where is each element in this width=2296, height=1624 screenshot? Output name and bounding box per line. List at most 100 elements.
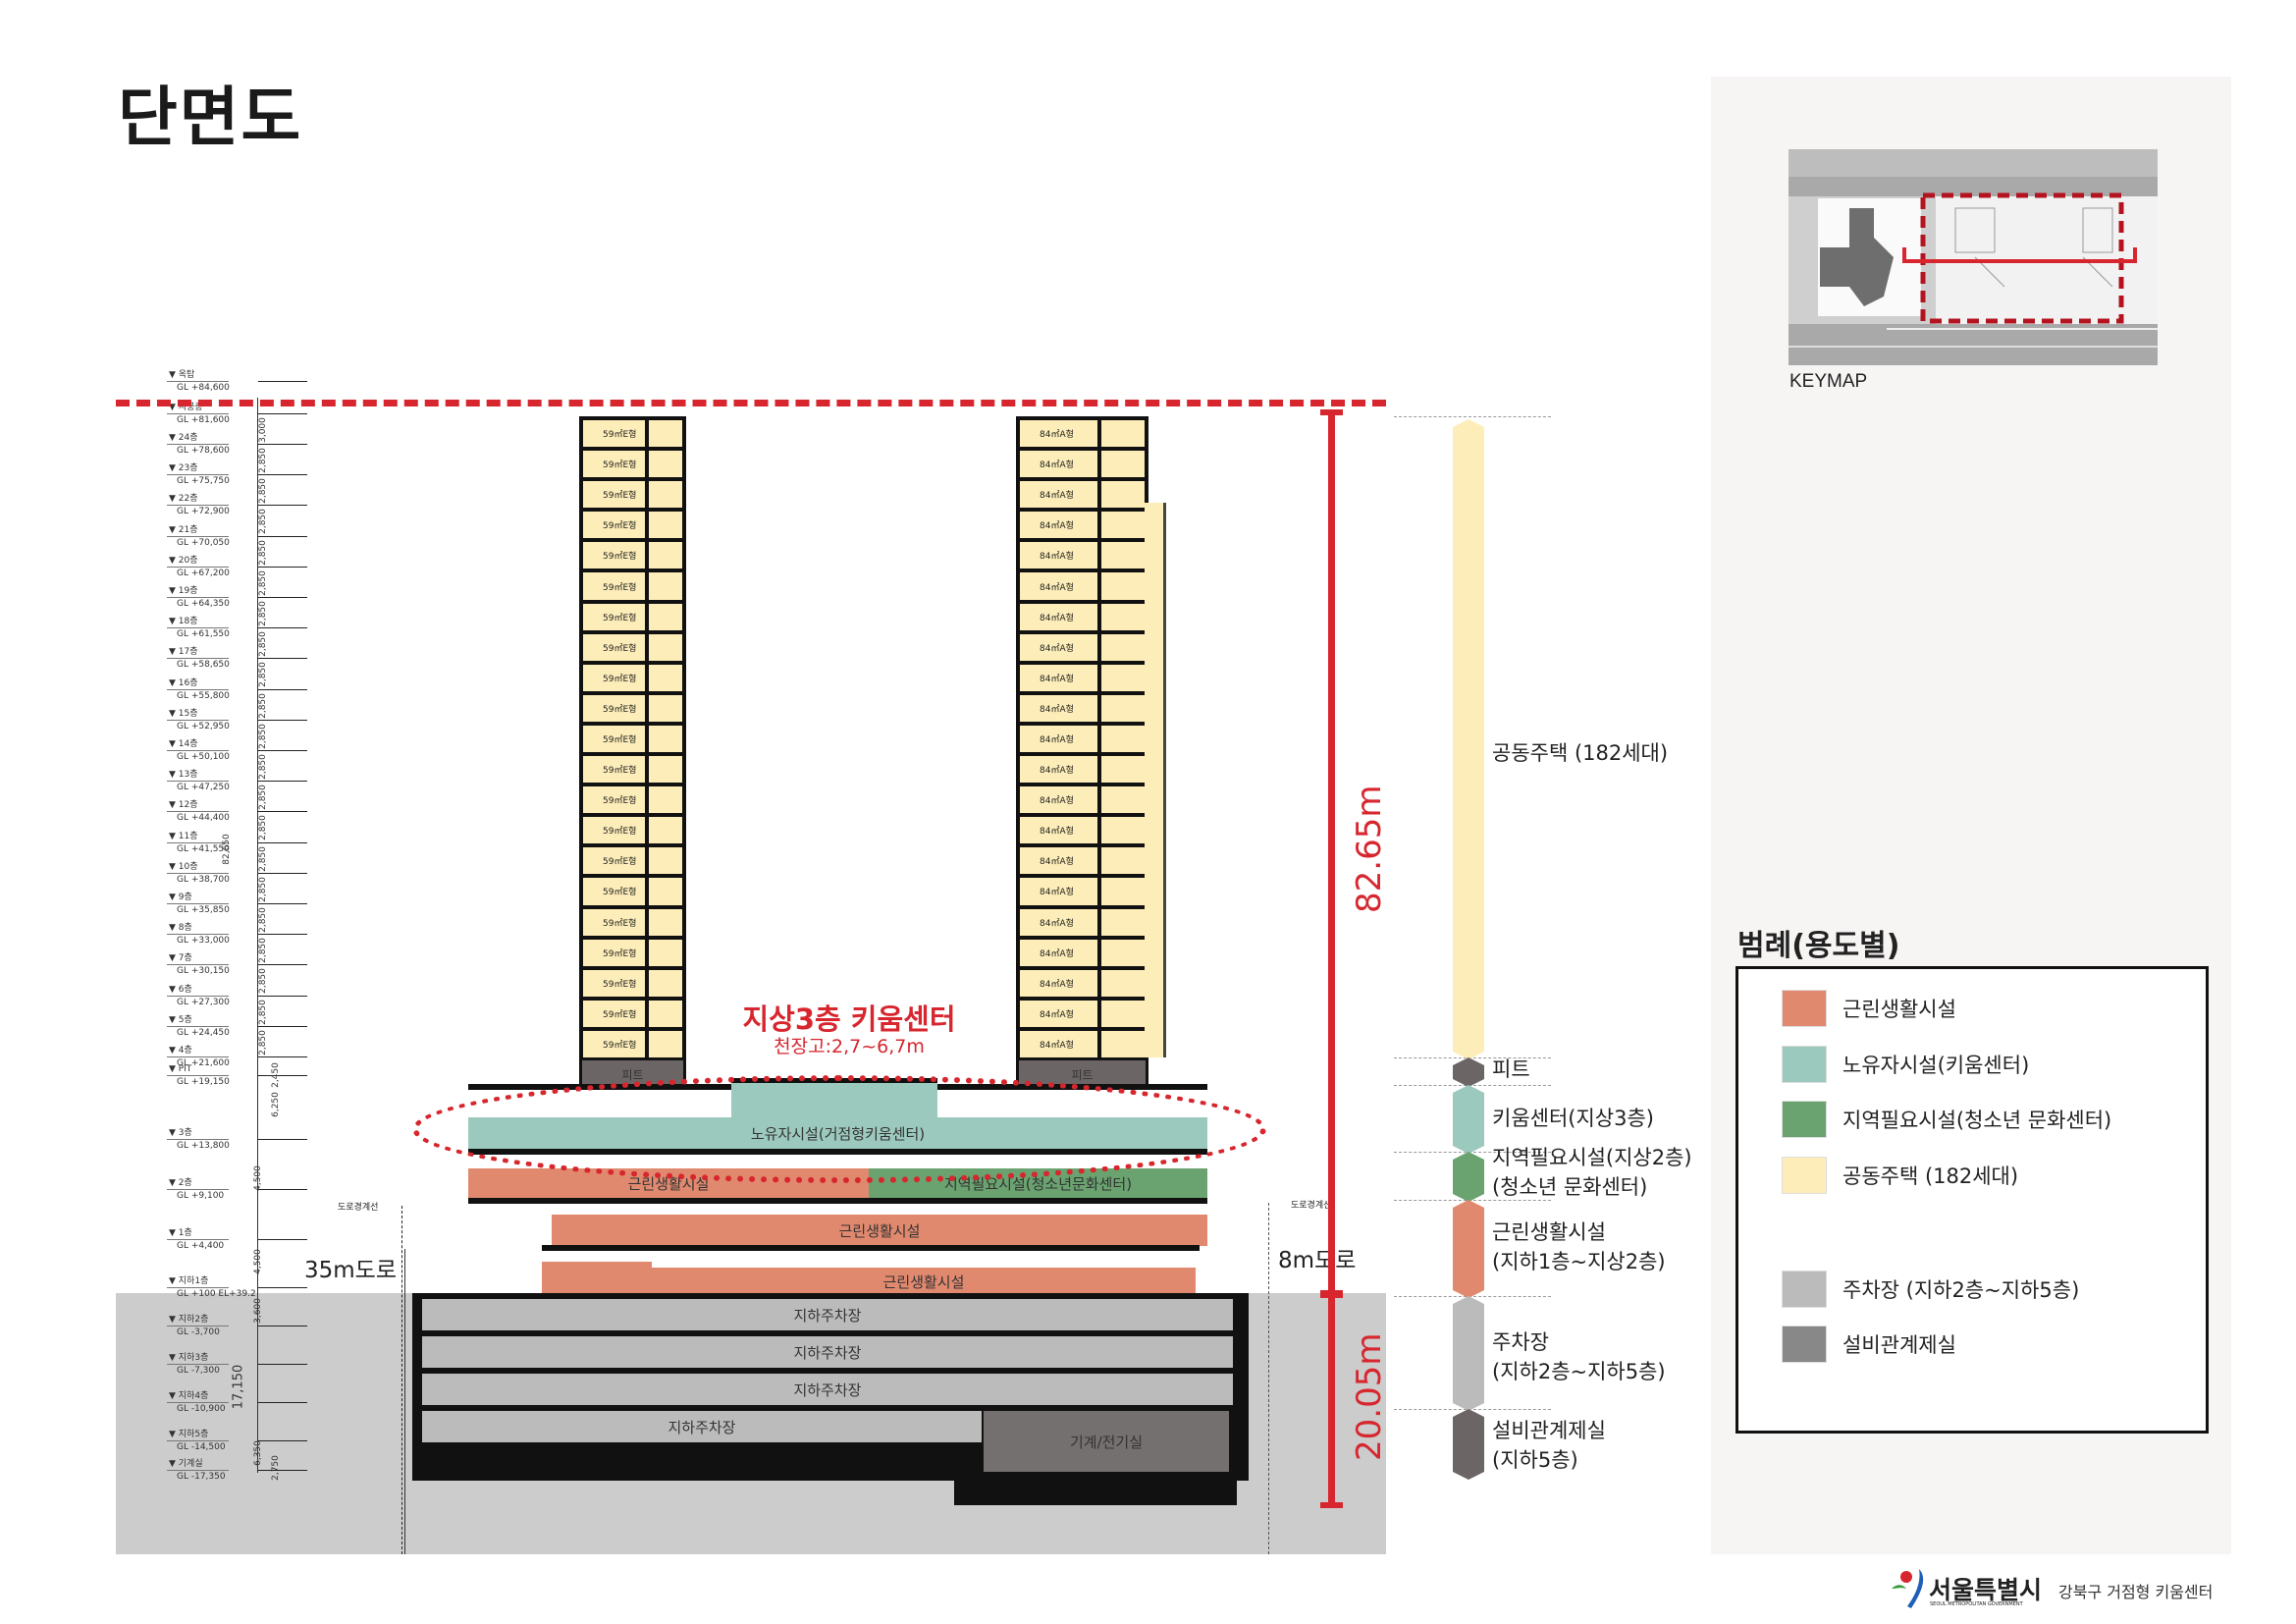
zone-kium-marker xyxy=(1453,1085,1484,1154)
level-elevation: GL -17,350 xyxy=(177,1472,226,1482)
unit-row: 59㎡E형 xyxy=(583,447,682,477)
legend-item: 근린생활시설 xyxy=(1782,990,1956,1027)
dimension-tick xyxy=(258,658,307,660)
legend-item: 지역필요시설(청소년 문화센터) xyxy=(1782,1101,2111,1138)
unit-label: 84㎡A형 xyxy=(1040,766,1074,777)
unit-label: 84㎡A형 xyxy=(1040,491,1074,502)
unit-label: 84㎡A형 xyxy=(1040,734,1074,745)
floor-height-dimension: 2,850 xyxy=(257,907,268,933)
floor-height-dimension: 2,850 xyxy=(257,631,268,658)
level-line xyxy=(167,627,229,629)
unit-label: 84㎡A형 xyxy=(1040,948,1074,959)
floor-height-dimension: 2,850 xyxy=(257,754,268,780)
level-elevation: GL +81,600 xyxy=(177,415,230,425)
unit-row: 84㎡A형 xyxy=(1020,1026,1145,1057)
zone-separator xyxy=(1394,416,1551,417)
keymap-label: KEYMAP xyxy=(1789,371,1868,392)
level-line xyxy=(167,413,229,414)
road-boundary-line-left xyxy=(401,1206,402,1554)
legend-item: 공동주택 (182세대) xyxy=(1782,1157,2018,1194)
level-name: ▼ 16층 xyxy=(169,677,198,688)
unit-row: 59㎡E형 xyxy=(583,874,682,904)
zone-label: 지역필요시설(지상2층) (청소년 문화센터) xyxy=(1492,1146,1692,1199)
unit-row: 84㎡A형 xyxy=(1020,965,1145,997)
legend-item: 설비관계제실 xyxy=(1782,1326,1956,1363)
floor-height-dimension: 2,850 xyxy=(257,999,268,1025)
level-line xyxy=(167,750,229,751)
callout-title: 지상3층 키움센터 xyxy=(742,1002,956,1036)
level-name: ▼ 19층 xyxy=(169,586,198,596)
road-boundary-line-right xyxy=(1268,1203,1269,1554)
unit-label: 59㎡E형 xyxy=(603,613,637,623)
zone-pit-marker xyxy=(1453,1057,1484,1087)
dimension-tick xyxy=(258,1402,307,1403)
level-name: ▼ 17층 xyxy=(169,647,198,658)
dimension-tick xyxy=(258,811,307,813)
level-name: ▼ 1층 xyxy=(169,1228,192,1238)
unit-label: 59㎡E형 xyxy=(603,521,637,532)
dimension-tick xyxy=(258,474,307,476)
legend-item: 주차장 (지하2층~지하5층) xyxy=(1782,1271,2079,1308)
legend-title: 범례(용도별) xyxy=(1737,929,1900,963)
dimension-tick xyxy=(258,381,307,382)
unit-row: 84㎡A형 xyxy=(1020,752,1145,783)
unit-row: 84㎡A형 xyxy=(1020,508,1145,538)
level-elevation: GL +44,400 xyxy=(177,813,230,824)
unit-label: 84㎡A형 xyxy=(1040,582,1074,593)
level-elevation: GL +61,550 xyxy=(177,629,230,640)
zone-separator xyxy=(1394,1200,1551,1201)
dimension-2750: 2,750 xyxy=(270,1455,281,1481)
level-line xyxy=(167,1440,229,1441)
level-name: ▼ 9층 xyxy=(169,893,192,902)
dimension-tick xyxy=(258,1364,307,1365)
legend-label: 공동주택 (182세대) xyxy=(1842,1164,2019,1188)
level-line xyxy=(167,841,229,843)
level-name: ▼ 옥탑 xyxy=(169,370,195,380)
unit-row: 59㎡E형 xyxy=(583,721,682,752)
zone-label: 피트 xyxy=(1492,1057,1530,1081)
unit-row: 84㎡A형 xyxy=(1020,996,1145,1027)
legend-label: 설비관계제실 xyxy=(1842,1333,1956,1357)
level-name: ▼ 11층 xyxy=(169,831,198,841)
seoul-logo-text: 서울특별시 xyxy=(1929,1576,2043,1604)
zone-separator xyxy=(1394,1296,1551,1297)
dimension-tick xyxy=(258,627,307,629)
level-elevation: GL +47,250 xyxy=(177,783,230,793)
unit-row: 59㎡E형 xyxy=(583,599,682,630)
level-line xyxy=(167,658,229,660)
road-right-label: 8m도로 xyxy=(1278,1248,1357,1273)
legend-label: 노유자시설(키움센터) xyxy=(1842,1054,2030,1077)
unit-row: 84㎡A형 xyxy=(1020,416,1145,447)
tower-column xyxy=(1096,416,1101,1057)
legend-swatch xyxy=(1782,1046,1827,1083)
level-elevation: GL +35,850 xyxy=(177,905,230,915)
floor-height-dimension: 2,850 xyxy=(257,723,268,749)
level-elevation: GL +100 EL+39.2 xyxy=(177,1289,256,1299)
dimension-tick xyxy=(258,1025,307,1027)
unit-label: 59㎡E형 xyxy=(603,918,637,929)
level-name: ▼ 8층 xyxy=(169,923,192,934)
dimension-tick xyxy=(258,995,307,997)
unit-row: 59㎡E형 xyxy=(583,1026,682,1057)
zone-parking-marker xyxy=(1453,1296,1484,1411)
level-elevation: GL +13,800 xyxy=(177,1141,230,1151)
floor-height-dimension: 2,850 xyxy=(257,509,268,535)
unit-label: 84㎡A형 xyxy=(1040,888,1074,898)
level-line xyxy=(167,474,229,476)
level-elevation: GL +9,100 xyxy=(177,1191,225,1201)
level-name: ▼ 23층 xyxy=(169,463,198,474)
unit-label: 59㎡E형 xyxy=(603,430,637,441)
unit-row: 84㎡A형 xyxy=(1020,935,1145,966)
unit-label: 59㎡E형 xyxy=(603,674,637,684)
dimension-tick xyxy=(258,1075,307,1076)
zone-separator xyxy=(1394,1057,1551,1058)
floor-height-dimension: 2,850 xyxy=(257,601,268,626)
unit-row: 84㎡A형 xyxy=(1020,568,1145,599)
unit-label: 59㎡E형 xyxy=(603,979,637,990)
floor-height-dimension: 2,850 xyxy=(257,968,268,995)
floor-height-dimension: 2,850 xyxy=(257,569,268,596)
level-line xyxy=(167,1470,229,1471)
unit-row: 59㎡E형 xyxy=(583,783,682,813)
unit-row: 84㎡A형 xyxy=(1020,477,1145,508)
parking-b5: 지하주차장 xyxy=(422,1411,982,1446)
